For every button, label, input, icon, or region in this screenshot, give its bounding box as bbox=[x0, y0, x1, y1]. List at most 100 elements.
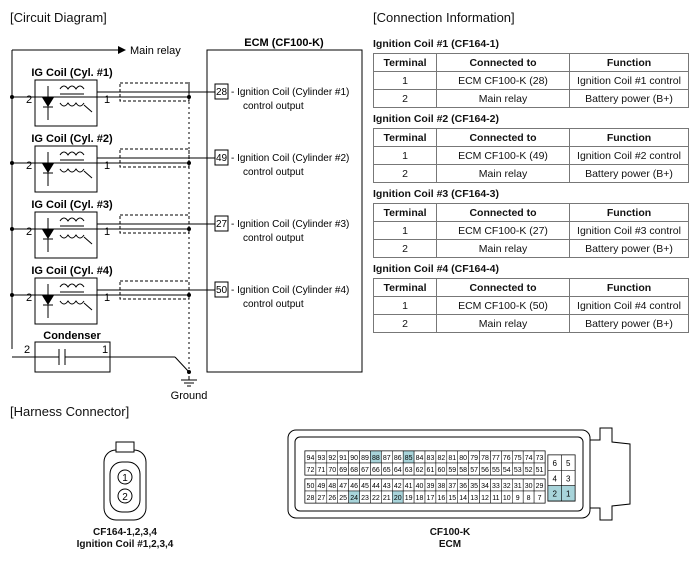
coil-connector-cavity bbox=[109, 461, 141, 513]
main-relay-label: Main relay bbox=[130, 45, 181, 57]
ecm-connector-lock bbox=[590, 427, 631, 521]
ecm-pin-label: 2 bbox=[553, 490, 558, 499]
ecm-pin-label: 63 bbox=[405, 467, 413, 474]
ig-coil-label: IG Coil (Cyl. #1) bbox=[31, 67, 113, 79]
ecm-pin-label: 24 bbox=[350, 495, 358, 502]
connection-info-heading: [Connection Information] bbox=[373, 10, 515, 25]
table-header-cell: Function bbox=[569, 278, 689, 297]
ecm-pin-label: 44 bbox=[372, 483, 380, 490]
ecm-pin-box bbox=[214, 215, 229, 232]
table-cell: ECM CF100-K (28) bbox=[436, 71, 570, 90]
coil-connector-latch bbox=[115, 441, 135, 453]
connection-table-title: Ignition Coil #2 (CF164-2) bbox=[373, 113, 500, 125]
ecm-pin-cell bbox=[533, 462, 546, 476]
ecm-pin-label: 67 bbox=[361, 467, 369, 474]
ecm-pin-label: 83 bbox=[427, 455, 435, 462]
ecm-pin-label: 16 bbox=[437, 495, 445, 502]
ecm-pin-label: 92 bbox=[328, 455, 336, 462]
ecm-pin-number: 50 bbox=[216, 285, 228, 296]
ecm-pin-label: 27 bbox=[317, 495, 325, 502]
coil-box bbox=[34, 79, 98, 127]
ecm-pin-label: 75 bbox=[514, 455, 522, 462]
ecm-pin-label: 56 bbox=[481, 467, 489, 474]
ecm-pin-label: 68 bbox=[350, 467, 358, 474]
ecm-pin-cell bbox=[533, 490, 546, 504]
condenser-pin-right: 1 bbox=[102, 344, 108, 356]
ecm-pin-label: 76 bbox=[503, 455, 511, 462]
ecm-pin-label: 64 bbox=[394, 467, 402, 474]
ig-coil-label: IG Coil (Cyl. #3) bbox=[31, 199, 113, 211]
diode-icon bbox=[42, 163, 54, 173]
power-junction-dot bbox=[10, 227, 14, 231]
ecm-pin-label: 42 bbox=[394, 483, 402, 490]
ecm-pin-label: 34 bbox=[481, 483, 489, 490]
ecm-pin-label: 20 bbox=[394, 495, 402, 502]
ecm-pin-label: 73 bbox=[536, 455, 544, 462]
ecm-pin-label: 31 bbox=[514, 483, 522, 490]
ecm-pin-label: 4 bbox=[553, 474, 558, 483]
table-header-cell: Connected to bbox=[436, 128, 570, 147]
ecm-pin-label: 19 bbox=[405, 495, 413, 502]
power-junction-dot bbox=[10, 161, 14, 165]
ecm-pin-label: 89 bbox=[361, 455, 369, 462]
table-cell: Main relay bbox=[436, 89, 570, 108]
ecm-pin-label: 69 bbox=[339, 467, 347, 474]
table-cell: 2 bbox=[373, 239, 437, 258]
coil-output-leg bbox=[83, 104, 93, 113]
coil-pin-left: 2 bbox=[26, 292, 32, 304]
ecm-pin-label: 3 bbox=[566, 474, 571, 483]
ecm-pin-label: 18 bbox=[416, 495, 424, 502]
ecm-connector-inner bbox=[294, 436, 584, 512]
ecm-pin-label: 58 bbox=[459, 467, 467, 474]
diode-icon bbox=[42, 97, 54, 107]
table-header-cell: Terminal bbox=[373, 278, 437, 297]
ecm-output-line2: control output bbox=[243, 167, 304, 178]
coil-box bbox=[34, 277, 98, 325]
table-header-cell: Connected to bbox=[436, 53, 570, 72]
table-cell: ECM CF100-K (27) bbox=[436, 221, 570, 240]
ecm-pin-label: 46 bbox=[350, 483, 358, 490]
ecm-pin-label: 74 bbox=[525, 455, 533, 462]
ecm-pin-label: 70 bbox=[328, 467, 336, 474]
ecm-title: ECM (CF100-K) bbox=[244, 37, 324, 49]
ecm-pin-label: 80 bbox=[459, 455, 467, 462]
coil-pin-2-label: 2 bbox=[122, 492, 128, 503]
table-cell: 1 bbox=[373, 221, 437, 240]
connection-table-title: Ignition Coil #3 (CF164-3) bbox=[373, 188, 500, 200]
diode-icon bbox=[42, 295, 54, 305]
ecm-pin-label: 49 bbox=[317, 483, 325, 490]
table-cell: ECM CF100-K (49) bbox=[436, 146, 570, 165]
ecm-pin-label: 60 bbox=[437, 467, 445, 474]
coil-winding-icon bbox=[59, 168, 85, 173]
connection-table-title: Ignition Coil #1 (CF164-1) bbox=[373, 38, 500, 50]
table-cell: 1 bbox=[373, 146, 437, 165]
condenser-ground-link bbox=[174, 356, 190, 373]
ecm-pin-label: 10 bbox=[503, 495, 511, 502]
ecm-pin-label: 28 bbox=[307, 495, 315, 502]
ecm-pin-box bbox=[214, 83, 229, 100]
ecm-pin-label: 17 bbox=[427, 495, 435, 502]
table-cell: Main relay bbox=[436, 314, 570, 333]
ecm-pin-label: 57 bbox=[470, 467, 478, 474]
table-cell: 2 bbox=[373, 314, 437, 333]
coil-winding-icon bbox=[59, 217, 85, 222]
ecm-pin-label: 90 bbox=[350, 455, 358, 462]
ecm-pin-number: 28 bbox=[216, 87, 228, 98]
ecm-pin-label: 85 bbox=[405, 455, 413, 462]
coil-pin-right: 1 bbox=[104, 160, 110, 172]
coil-winding-icon bbox=[59, 283, 85, 288]
ecm-pin-label: 14 bbox=[459, 495, 467, 502]
ecm-pin-label: 5 bbox=[566, 459, 571, 468]
